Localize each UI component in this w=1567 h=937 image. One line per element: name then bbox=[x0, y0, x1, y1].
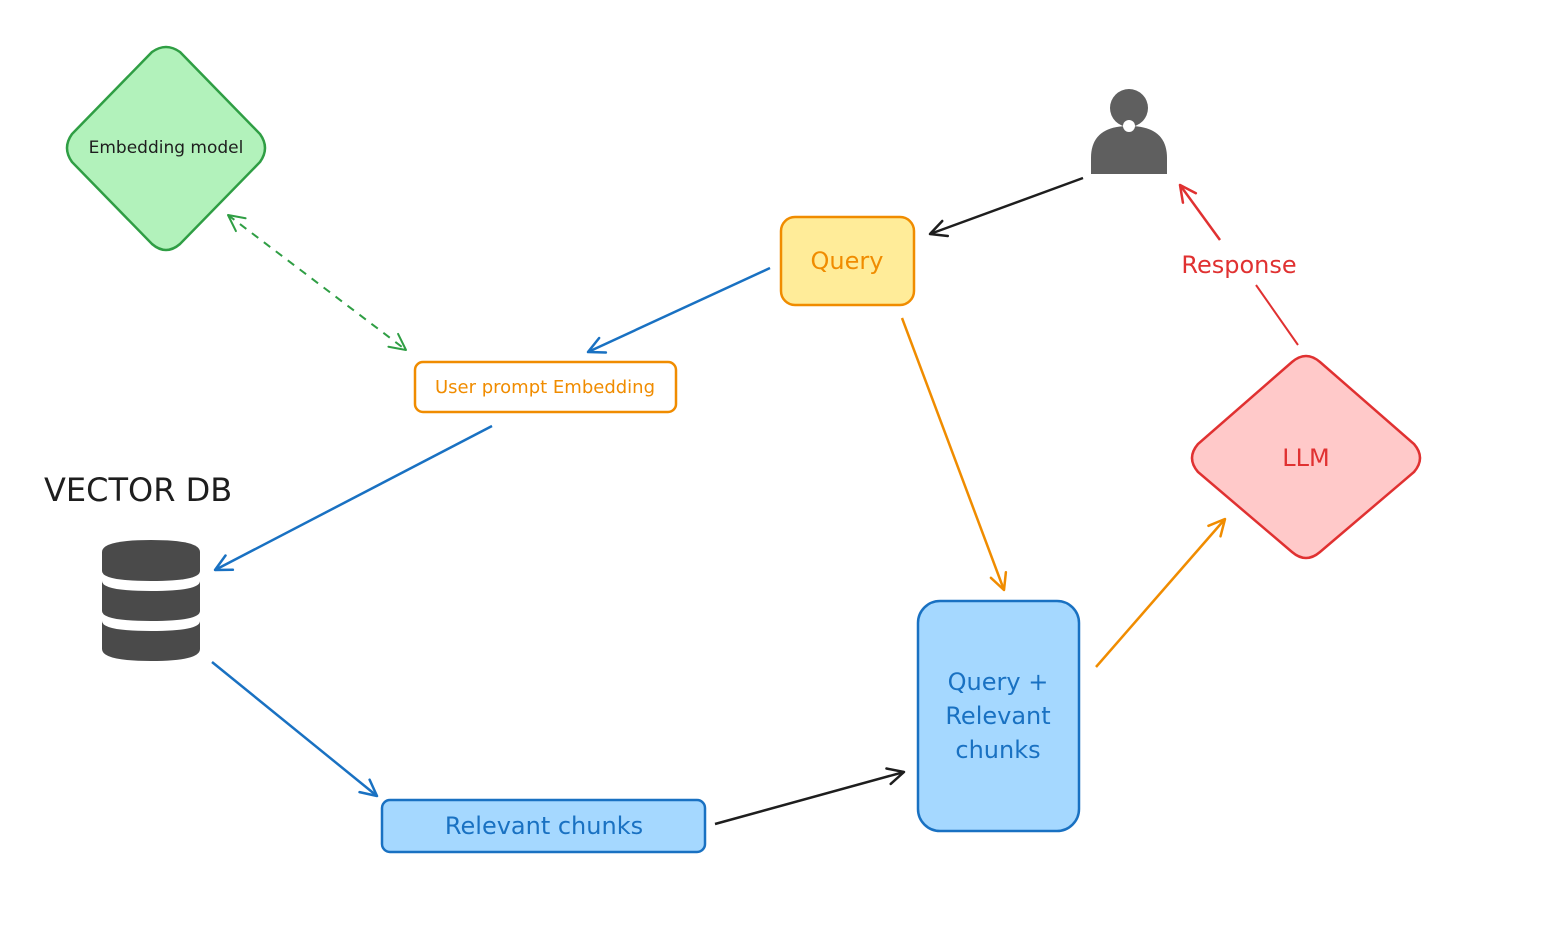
embedding-model-label: Embedding model bbox=[89, 138, 244, 158]
query-to-embedding-arrow bbox=[586, 266, 771, 354]
query-node[interactable]: Query bbox=[779, 215, 916, 307]
relevant-chunks-label: Relevant chunks bbox=[445, 812, 643, 840]
llm-response-arrow-upper bbox=[1178, 183, 1222, 241]
query-plus-chunks-line2: Relevant bbox=[945, 702, 1050, 730]
chunks-to-combined-arrow bbox=[714, 767, 906, 826]
vectordb-to-chunks-arrow bbox=[211, 661, 379, 798]
query-label: Query bbox=[811, 247, 884, 275]
user-prompt-embedding-label: User prompt Embedding bbox=[435, 377, 655, 398]
user-prompt-embedding-node[interactable]: User prompt Embedding bbox=[413, 360, 678, 414]
query-plus-chunks-line3: chunks bbox=[955, 736, 1040, 764]
vector-db-title: VECTOR DB bbox=[44, 471, 232, 509]
llm-response-arrow-lower bbox=[1255, 284, 1299, 346]
query-plus-chunks-line1: Query + bbox=[948, 668, 1049, 696]
query-to-combined-arrow bbox=[900, 317, 1008, 592]
user-icon bbox=[1091, 89, 1167, 174]
query-plus-chunks-node[interactable]: Query + Relevant chunks bbox=[916, 599, 1081, 833]
llm-node[interactable]: LLM bbox=[1190, 354, 1422, 560]
relevant-chunks-node[interactable]: Relevant chunks bbox=[380, 798, 707, 854]
embedding-model-node[interactable]: Embedding model bbox=[65, 45, 267, 252]
llm-label: LLM bbox=[1282, 444, 1329, 472]
response-label: Response bbox=[1181, 251, 1296, 279]
embedding-to-vectordb-arrow bbox=[213, 424, 493, 572]
database-icon bbox=[102, 540, 200, 661]
embedding-link-arrow bbox=[227, 214, 407, 351]
user-to-query-arrow bbox=[928, 176, 1084, 238]
combined-to-llm-arrow bbox=[1095, 517, 1227, 668]
